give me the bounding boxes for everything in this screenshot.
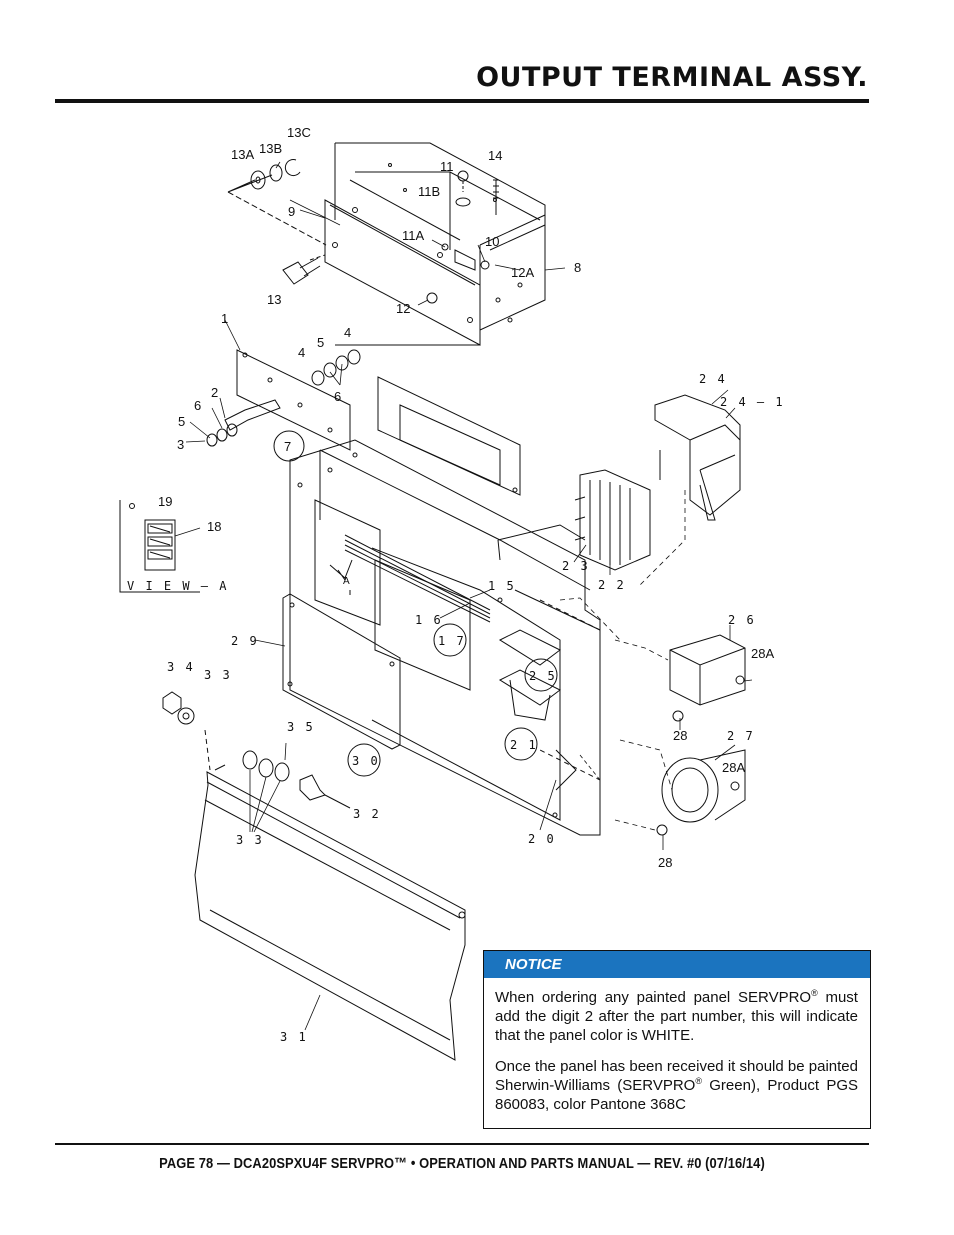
notice-body: When ordering any painted panel SERVPRO®…	[484, 978, 870, 1114]
label-23: 2 3	[562, 559, 590, 573]
label-32: 3 2	[353, 807, 381, 821]
label-3: 3	[177, 437, 184, 452]
label-26: 2 6	[728, 613, 756, 627]
view-a-arrow	[329, 559, 353, 581]
callout-circle-30	[347, 743, 381, 777]
hardware-13	[227, 159, 327, 246]
callout-labels: 13A 13B 13C 11 14 11B 9 11A 10 12A 8 13 …	[127, 125, 785, 1044]
receptacle-27	[661, 749, 746, 823]
label-5-left: 5	[178, 414, 185, 429]
label-10: 10	[485, 234, 499, 249]
notice-paragraph-2: Once the panel has been received it shou…	[495, 1057, 858, 1114]
callout-circle-17	[433, 623, 467, 657]
registered-mark-1: ®	[811, 988, 818, 998]
registered-mark-2: ®	[695, 1076, 702, 1086]
notice-heading: NOTICE	[505, 956, 562, 973]
relay-26	[669, 634, 746, 706]
contactor-block	[574, 469, 651, 571]
top-rule	[55, 99, 869, 103]
label-17: 1 7	[438, 634, 466, 648]
label-13B: 13B	[259, 141, 282, 156]
bottom-rule	[55, 1143, 869, 1145]
label-31: 3 1	[280, 1030, 308, 1044]
label-4-left: 4	[298, 345, 305, 360]
view-a-inset	[119, 500, 200, 593]
label-15: 1 5	[488, 579, 516, 593]
label-1: 1	[221, 311, 228, 326]
label-28A-upper: 28A	[751, 646, 774, 661]
notice-p2-end: Green), Product PGS 860083, color Panton…	[495, 1077, 858, 1113]
notice-header: NOTICE	[484, 951, 870, 978]
label-11: 11	[440, 159, 454, 174]
label-18: 18	[207, 519, 221, 534]
label-4-top: 4	[344, 325, 351, 340]
label-14: 14	[488, 148, 502, 163]
label-A: A	[343, 576, 350, 587]
label-28-lower: 28	[658, 855, 672, 870]
label-24-1: 2 4 – 1	[720, 395, 785, 409]
label-34: 3 4	[167, 660, 195, 674]
label-6-top: 6	[334, 389, 341, 404]
label-13: 13	[267, 292, 281, 307]
label-11A: 11A	[402, 228, 424, 243]
page-title: OUTPUT TERMINAL ASSY.	[476, 62, 868, 93]
label-29: 2 9	[231, 634, 259, 648]
label-24: 2 4	[699, 372, 727, 386]
callout-circle-25	[524, 658, 558, 692]
callout-circle-21	[504, 727, 538, 761]
label-33-upper: 3 3	[204, 668, 232, 682]
notice-paragraph-1: When ordering any painted panel SERVPRO®…	[495, 988, 858, 1045]
label-19: 19	[158, 494, 172, 509]
callout-circle-7	[273, 430, 305, 462]
bracket-1	[236, 349, 351, 451]
label-20: 2 0	[528, 832, 556, 846]
label-27: 2 7	[727, 729, 755, 743]
cover-29	[282, 593, 401, 750]
knob-13	[282, 254, 326, 285]
notice-p2-start: Once the panel has been received it shou…	[495, 1058, 858, 1094]
panel-31	[194, 764, 466, 1061]
leader-lines	[174, 161, 753, 1031]
label-28-upper: 28	[673, 728, 687, 743]
nut-34-washer-33	[162, 691, 211, 771]
label-9: 9	[288, 204, 295, 219]
label-2: 2	[211, 385, 218, 400]
label-13A: 13A	[231, 147, 254, 162]
label-25: 2 5	[529, 669, 557, 683]
label-7: 7	[284, 439, 291, 454]
studs-and-nuts	[206, 349, 361, 447]
label-16: 1 6	[415, 613, 443, 627]
label-8: 8	[574, 260, 581, 275]
label-30: 3 0	[352, 754, 380, 768]
label-21: 2 1	[510, 738, 538, 752]
label-6-left: 6	[194, 398, 201, 413]
view-a-caption: V I E W – A	[127, 579, 228, 593]
label-12A: 12A	[511, 265, 534, 280]
notice-p1-end: must add the digit 2 after the part numb…	[495, 989, 858, 1044]
notice-p1-start: When ordering any painted panel SERVPRO	[495, 989, 812, 1006]
notice-box: NOTICE When ordering any painted panel S…	[483, 950, 871, 1129]
panel-9	[324, 199, 481, 346]
wire-harness	[344, 534, 491, 623]
page-footer: PAGE 78 — DCA20SPXU4F SERVPRO™ • OPERATI…	[159, 1155, 765, 1172]
housing-24	[654, 394, 741, 521]
switch-10	[426, 170, 499, 304]
label-22: 2 2	[598, 578, 626, 592]
label-12: 12	[396, 301, 410, 316]
label-33-lower: 3 3	[236, 833, 264, 847]
label-13C: 13C	[287, 125, 311, 140]
label-28A-lower: 28A	[722, 760, 745, 775]
label-35: 3 5	[287, 720, 315, 734]
label-11B: 11B	[418, 184, 440, 199]
washers-35-bolt-32	[242, 750, 351, 809]
main-enclosure	[289, 376, 601, 836]
label-5-top: 5	[317, 335, 324, 350]
